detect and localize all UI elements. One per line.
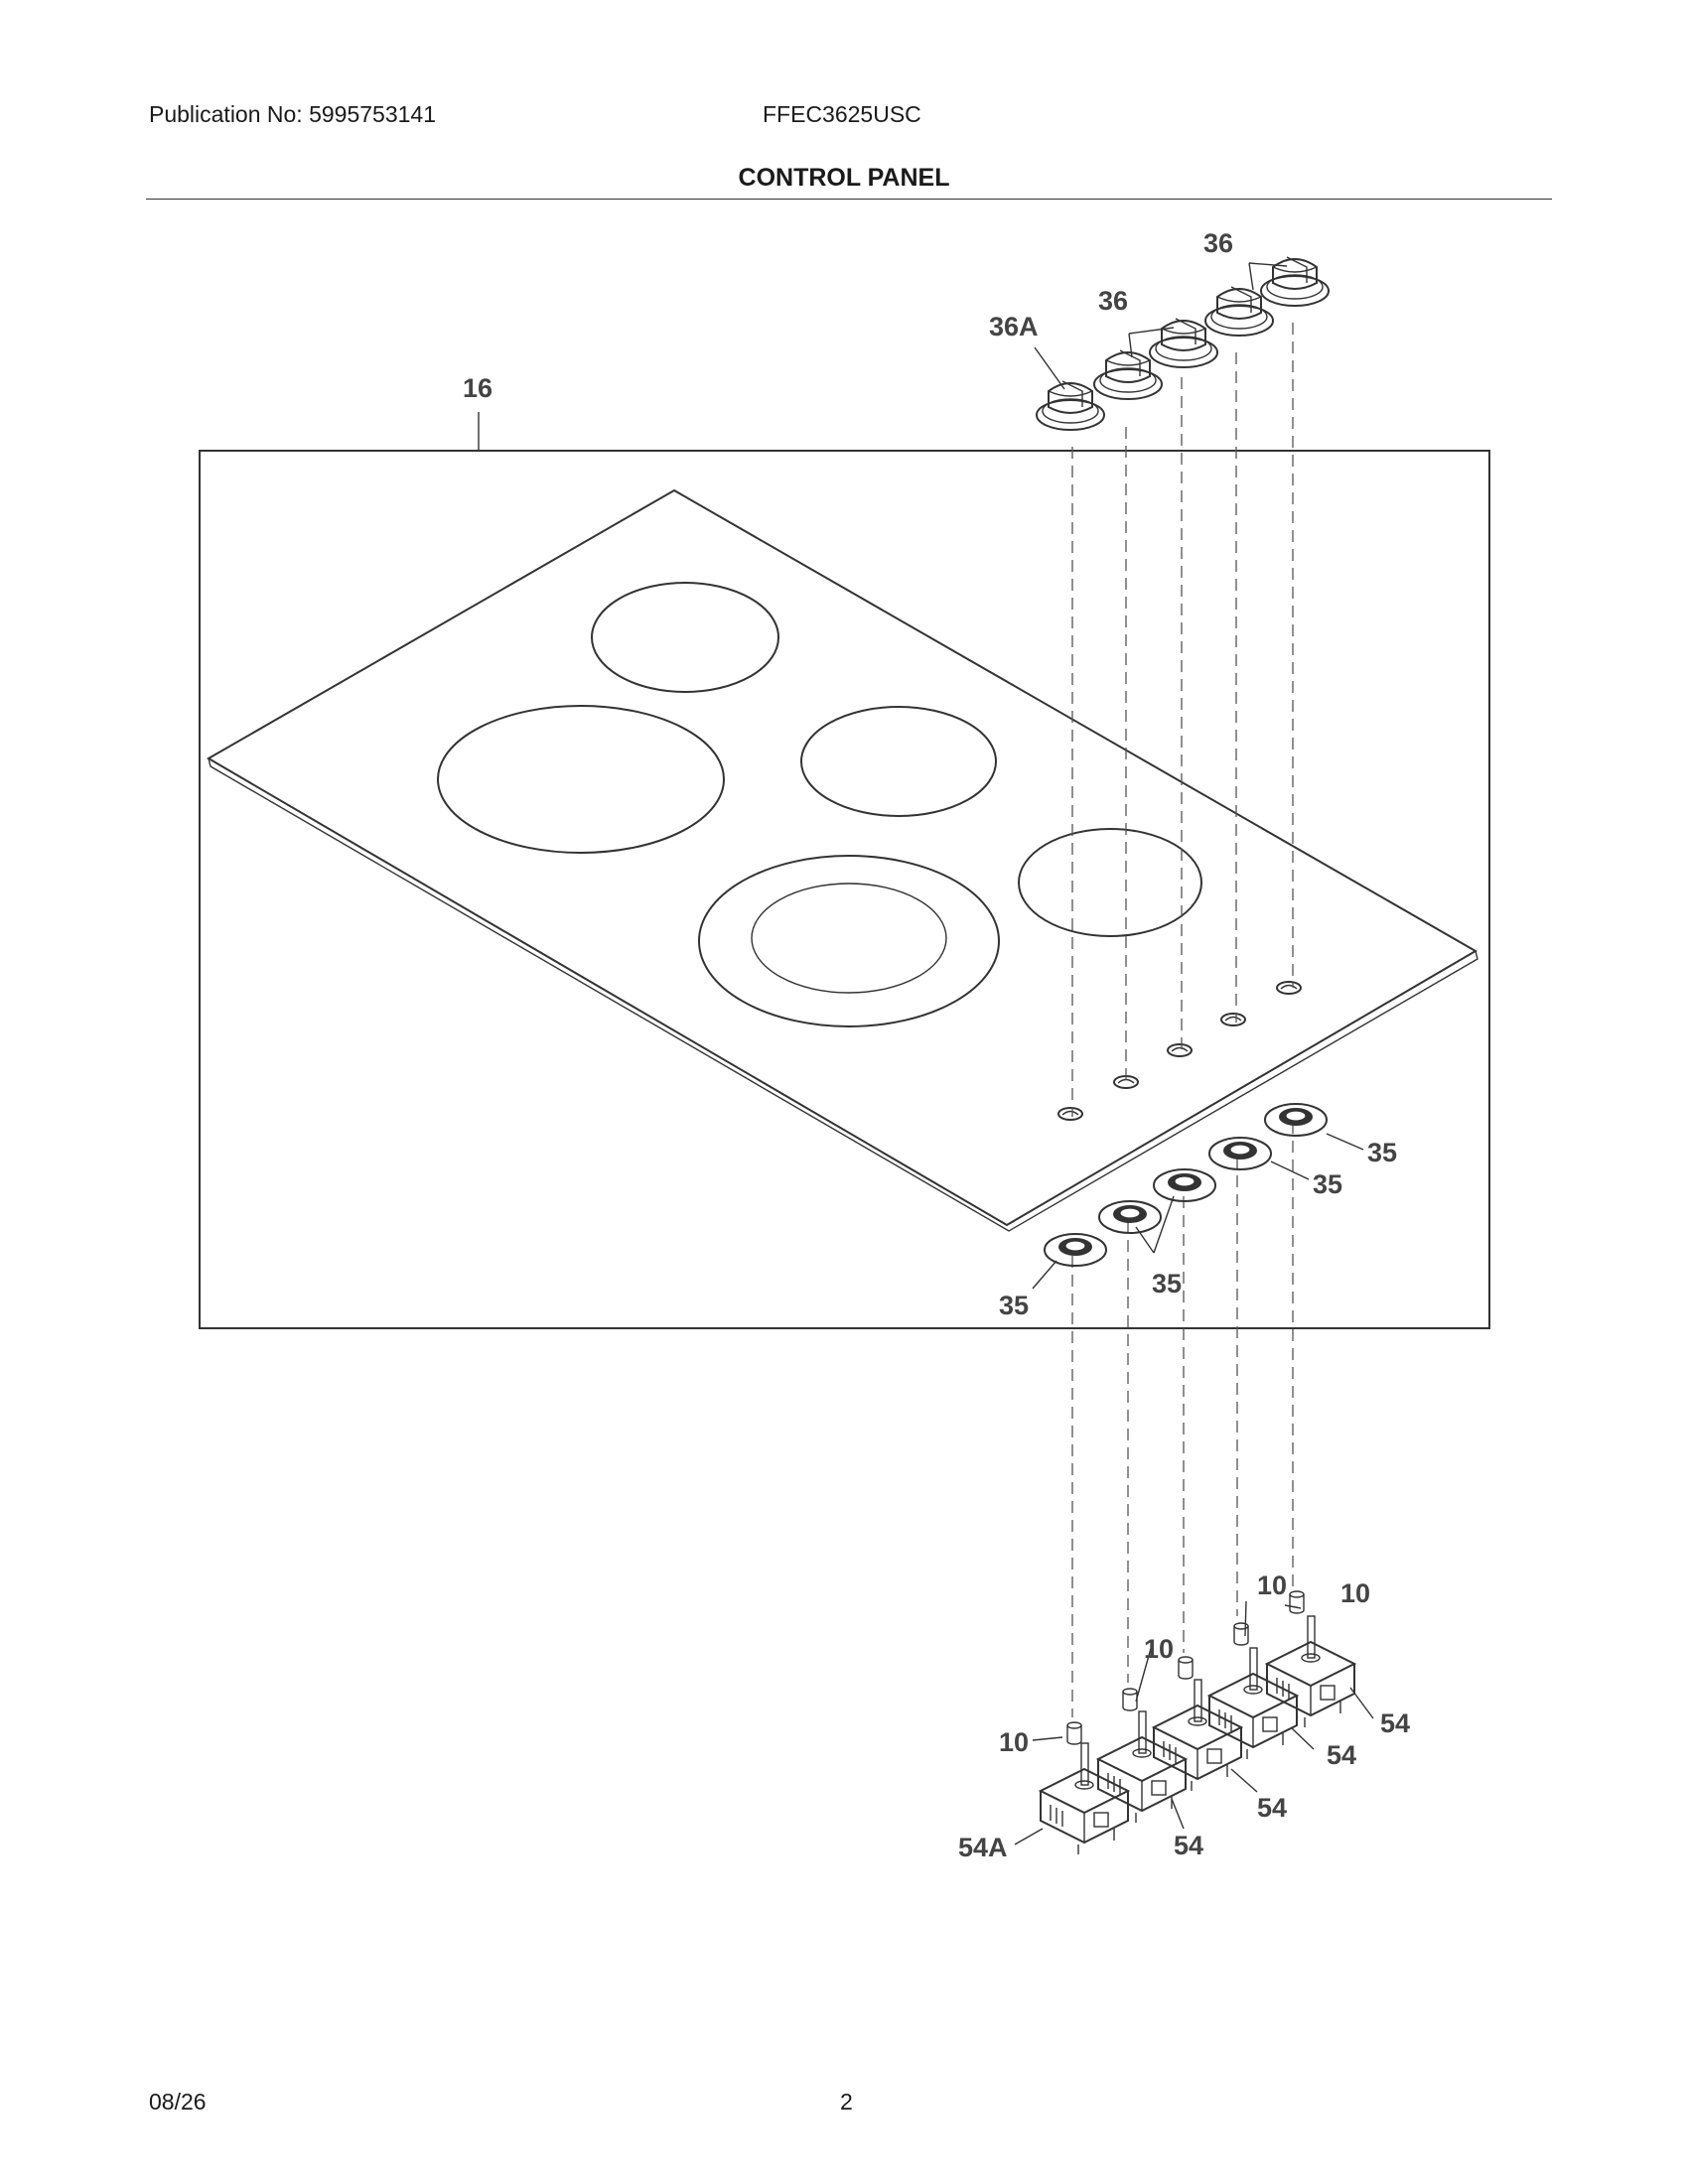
bezel-35-icon: [1264, 1103, 1328, 1137]
bezel-35-icon: [1208, 1137, 1272, 1170]
switch-54-icon: [1208, 1647, 1298, 1760]
bezel-35-icon: [1153, 1168, 1216, 1202]
callout-36a: 36A: [989, 312, 1039, 341]
callout-10: 10: [999, 1727, 1029, 1757]
callout-54: 54: [1257, 1793, 1287, 1823]
page-number: 2: [840, 2089, 853, 2115]
cooktop-glass: [207, 488, 1478, 1232]
knob-36a-icon: [1036, 380, 1105, 431]
callout-36: 36: [1098, 286, 1128, 316]
callout-54: 54: [1174, 1831, 1203, 1860]
model-number: FFEC3625USC: [763, 101, 921, 127]
callout-10: 10: [1340, 1578, 1370, 1608]
publication-number: Publication No: 5995753141: [149, 101, 437, 127]
bezel-35-icon: [1044, 1233, 1107, 1267]
footer-date: 08/26: [149, 2089, 207, 2115]
callout-54a: 54A: [958, 1833, 1008, 1862]
callout-10: 10: [1144, 1634, 1174, 1664]
spacer-10-icon: [1066, 1721, 1082, 1745]
switch-54a-icon: [1040, 1742, 1129, 1855]
spacer-10-icon: [1289, 1590, 1305, 1614]
callout-54: 54: [1380, 1708, 1410, 1738]
knob-holes: [1057, 981, 1302, 1121]
callout-35: 35: [999, 1291, 1029, 1320]
alignment-lines: [1071, 323, 1294, 1717]
callout-16: 16: [463, 373, 492, 403]
callout-36: 36: [1203, 228, 1233, 258]
switch-54-icon: [1266, 1615, 1355, 1728]
cooktop-frame: [199, 450, 1490, 1329]
callout-35: 35: [1313, 1169, 1342, 1199]
callout-10: 10: [1257, 1570, 1287, 1600]
leader-lines: [478, 262, 1374, 1845]
callout-54: 54: [1327, 1740, 1356, 1770]
callout-35: 35: [1152, 1269, 1182, 1298]
page-title: CONTROL PANEL: [738, 164, 950, 192]
spacer-10-icon: [1122, 1688, 1138, 1711]
header-rule: [146, 199, 1552, 200]
heating-elements: [437, 582, 1202, 1027]
callout-35: 35: [1367, 1138, 1397, 1167]
bezel-35-icon: [1098, 1200, 1162, 1234]
spacer-10-icon: [1178, 1656, 1194, 1680]
